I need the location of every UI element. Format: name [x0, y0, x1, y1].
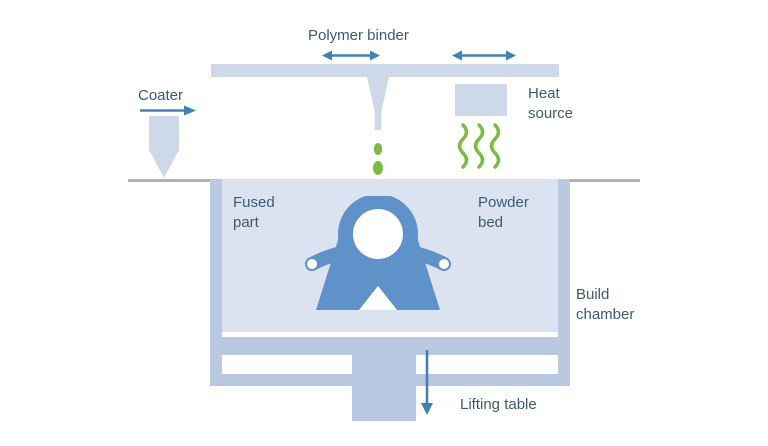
lifting-piston: [352, 355, 416, 421]
coater-label: Coater: [138, 87, 184, 104]
build-chamber-wall-right: [558, 179, 570, 386]
fused-part-shape: [305, 196, 451, 310]
motion-arrow-left-icon: [322, 50, 380, 61]
binder-droplets-icon: [373, 143, 383, 175]
build-chamber-label: Build chamber: [576, 286, 635, 323]
polymer-binder-label: Polymer binder: [308, 27, 409, 44]
coater-blade: [149, 116, 179, 178]
heat-source-block: [455, 84, 507, 116]
heat-waves-icon: [457, 123, 501, 169]
motion-arrow-right-icon: [452, 50, 516, 61]
powder-bed-label: Powder bed: [478, 194, 529, 231]
lifting-table-arrow-icon: [421, 350, 433, 415]
build-chamber-wall-left: [210, 179, 222, 386]
lifting-table-label: Lifting table: [460, 396, 537, 413]
coater-motion-arrow-icon: [140, 105, 196, 116]
build-platform: [222, 337, 558, 355]
gantry-rail: [211, 64, 559, 77]
print-head: [367, 77, 389, 130]
heat-source-label: Heat source: [528, 85, 574, 122]
fused-part-label: Fused part: [233, 194, 275, 231]
